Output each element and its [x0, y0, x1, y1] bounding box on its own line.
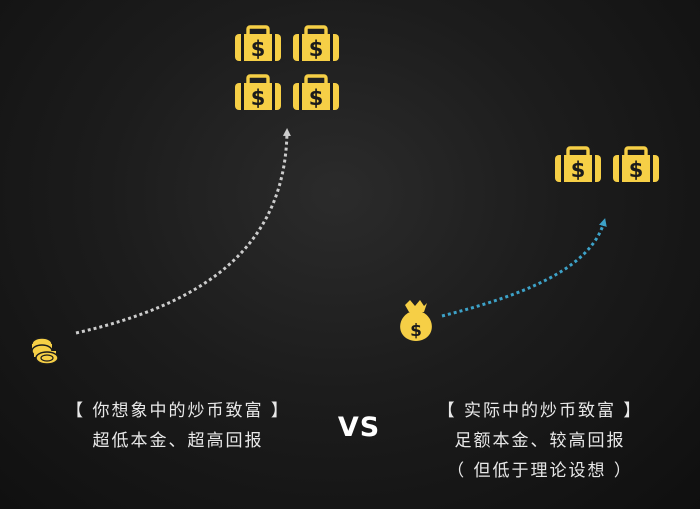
right-money-cases [553, 146, 661, 184]
left-caption-subtitle: 超低本金、超高回报 [92, 431, 264, 451]
right-caption: 【 实际中的炒币致富 】 足额本金、较高回报 （ 但低于理论设想 ） [420, 396, 660, 486]
right-caption-subtitle: 足额本金、较高回报 [454, 431, 626, 451]
money-bag-icon: $ [400, 300, 432, 341]
money-case-icon [291, 25, 341, 63]
money-case-icon [611, 146, 661, 184]
money-case-icon [553, 146, 603, 184]
right-growth-arrow [441, 218, 607, 318]
right-caption-title: 【 实际中的炒币致富 】 [437, 401, 643, 421]
left-growth-arrow [75, 128, 291, 335]
svg-text:$: $ [410, 321, 422, 341]
left-caption-title: 【 你想象中的炒币致富 】 [66, 401, 290, 421]
money-case-icon [291, 74, 341, 112]
left-caption: 【 你想象中的炒币致富 】 超低本金、超高回报 [58, 396, 298, 456]
left-money-cases [233, 25, 341, 112]
money-case-icon [233, 74, 283, 112]
money-case-icon [233, 25, 283, 63]
vs-label: VS [337, 412, 381, 443]
coin-stack-icon [31, 337, 59, 365]
right-caption-note: （ 但低于理论设想 ） [447, 461, 633, 481]
